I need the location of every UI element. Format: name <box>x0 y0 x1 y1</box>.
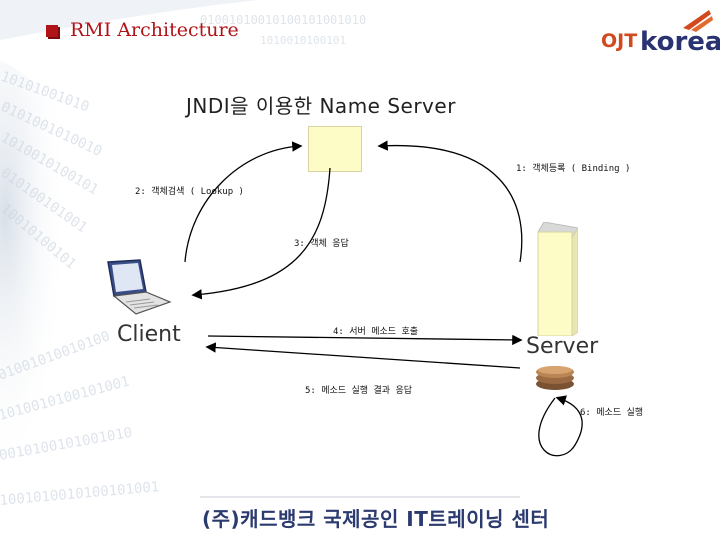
label-step1-binding: 1: 객체등록 ( Binding ) <box>516 164 631 174</box>
arrow-method-call <box>207 334 523 346</box>
server-label: Server <box>526 334 599 359</box>
arrow-binding <box>377 140 523 263</box>
svg-text:1010010100101: 1010010100101 <box>260 34 346 47</box>
diagram-subtitle: JNDI을 이용한 Name Server <box>186 94 456 118</box>
label-step4-method-call: 4: 서버 메소드 호출 <box>333 327 419 337</box>
server-icon <box>537 222 578 336</box>
title-bullet-icon <box>46 25 58 37</box>
label-step6-method-execute: 6: 메소드 실행 <box>580 408 644 418</box>
laptop-icon <box>107 259 172 315</box>
svg-text:01001010010100101001010: 01001010010100101001010 <box>200 13 366 27</box>
arrow-method-result <box>205 342 521 369</box>
label-step3-object-response: 3: 객체 응답 <box>294 239 349 249</box>
arrow-object-response <box>191 167 331 300</box>
name-server-box <box>308 126 362 172</box>
object-stack-icon <box>536 366 574 390</box>
logo-text-korea: korea <box>640 27 720 57</box>
ojt-korea-logo <box>683 10 713 32</box>
arrow-method-execute <box>538 395 583 457</box>
footer-company-name: (주)캐드뱅크 국제공인 IT트레이닝 센터 <box>202 507 550 531</box>
label-step5-method-result: 5: 메소드 실행 결과 응답 <box>305 386 413 396</box>
page-title: RMI Architecture <box>70 19 239 41</box>
client-label: Client <box>117 322 181 347</box>
label-step2-lookup: 2: 객체검색 ( Lookup ) <box>135 187 244 197</box>
arrow-lookup <box>184 141 303 263</box>
logo-text-ojt: OJT <box>601 30 638 52</box>
